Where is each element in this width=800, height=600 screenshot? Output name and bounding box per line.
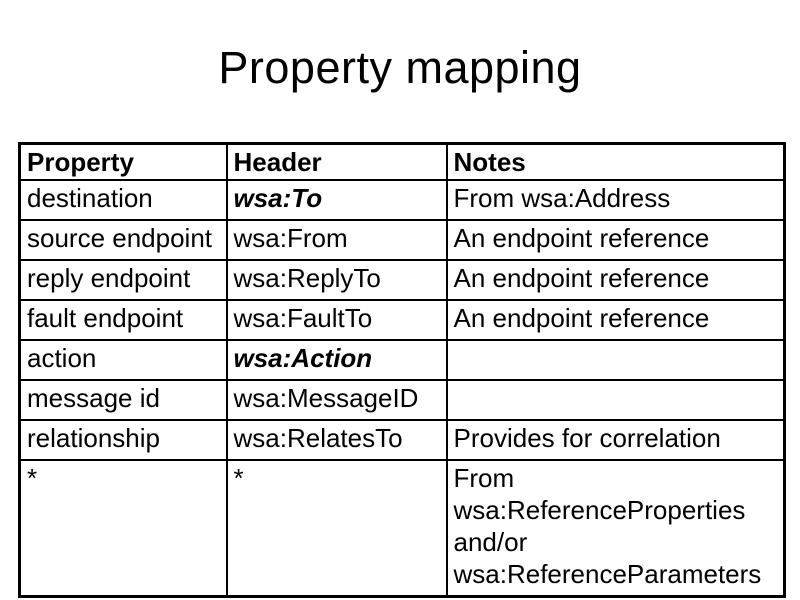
table-cell: Provides for correlation: [445, 419, 786, 461]
column-header-header: Header: [225, 142, 448, 181]
table-cell: reply endpoint: [18, 259, 228, 301]
table-cell: wsa:From: [225, 219, 448, 261]
table-cell: From wsa:ReferenceProperties and/or wsa:…: [445, 459, 786, 597]
table-cell: wsa:ReplyTo: [225, 259, 448, 301]
table-cell: wsa:To: [225, 179, 448, 221]
table-cell: message id: [18, 379, 228, 421]
table-cell: source endpoint: [18, 219, 228, 261]
table-cell: fault endpoint: [18, 299, 228, 341]
table-cell: wsa:MessageID: [225, 379, 448, 421]
table-cell: action: [18, 339, 228, 381]
table-cell: wsa:RelatesTo: [225, 419, 448, 461]
table-cell: [445, 379, 786, 421]
column-header-property: Property: [18, 142, 228, 181]
table-header-row: Property Header Notes: [18, 142, 786, 181]
table-cell: *: [18, 459, 228, 597]
table-cell: destination: [18, 179, 228, 221]
column-header-notes: Notes: [445, 142, 786, 181]
table-cell: *: [225, 459, 448, 597]
table-cell: From wsa:Address: [445, 179, 786, 221]
table-cell: wsa:FaultTo: [225, 299, 448, 341]
table-cell: An endpoint reference: [445, 259, 786, 301]
table-cell: wsa:Action: [225, 339, 448, 381]
table-cell: [445, 339, 786, 381]
table-cell: relationship: [18, 419, 228, 461]
table-cell: An endpoint reference: [445, 219, 786, 261]
table-row: **From wsa:ReferenceProperties and/or ws…: [18, 459, 786, 597]
slide-title: Property mapping: [218, 42, 582, 93]
table-cell: An endpoint reference: [445, 299, 786, 341]
